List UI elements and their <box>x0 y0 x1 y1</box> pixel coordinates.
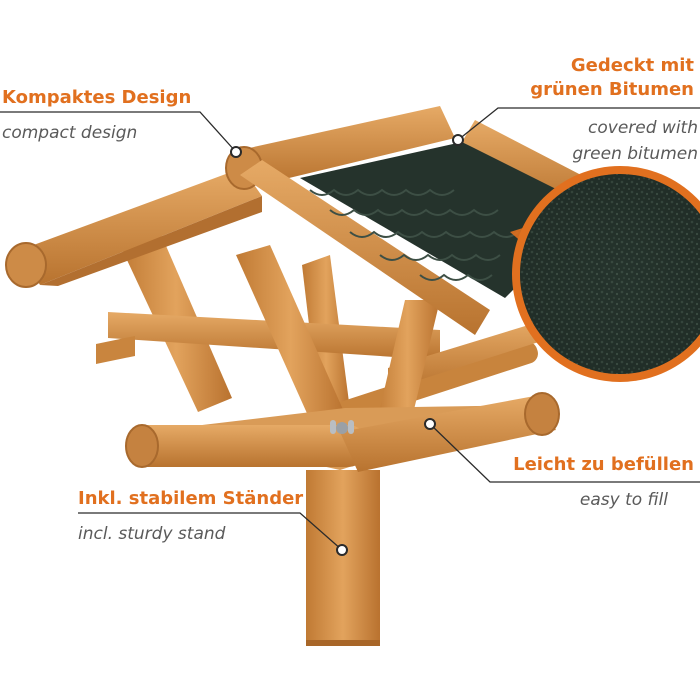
roof-subtitle-line1: covered with <box>588 118 698 138</box>
front-post-right <box>375 300 440 435</box>
sturdy-stand-subtitle: incl. sturdy stand <box>78 524 226 544</box>
stand-post <box>306 470 380 645</box>
compact-design-title: Kompaktes Design <box>2 87 192 108</box>
roof-title-line1: Gedeckt mit <box>570 55 694 76</box>
roof-title: Gedeckt mit grünen Bitumen <box>530 54 694 102</box>
tray-log-front <box>125 424 368 468</box>
roof-subtitle-line2: green bitumen <box>572 144 698 164</box>
callout-compact <box>0 111 242 158</box>
roof-subtitle: covered with green bitumen <box>572 115 698 167</box>
roof-ridge <box>240 106 455 185</box>
easy-fill-title: Leicht zu befüllen <box>513 454 694 475</box>
roof-gable-log <box>240 160 490 335</box>
callout-stand <box>78 512 348 556</box>
tray-log-right <box>340 392 560 472</box>
compact-design-subtitle: compact design <box>2 123 138 143</box>
side-rail-right <box>388 320 545 390</box>
sturdy-stand-title: Inkl. stabilem Ständer <box>78 488 304 509</box>
callout-fill <box>424 418 700 483</box>
roof-title-line2: grünen Bitumen <box>530 79 694 100</box>
wing-nut <box>330 420 354 434</box>
bitumen-zoom-detail <box>510 166 700 382</box>
callout-roof <box>452 107 700 146</box>
front-post-left <box>236 245 345 420</box>
roof-panel-left <box>20 168 262 285</box>
easy-fill-subtitle: easy to fill <box>579 490 668 510</box>
shingle-pattern <box>309 188 519 281</box>
